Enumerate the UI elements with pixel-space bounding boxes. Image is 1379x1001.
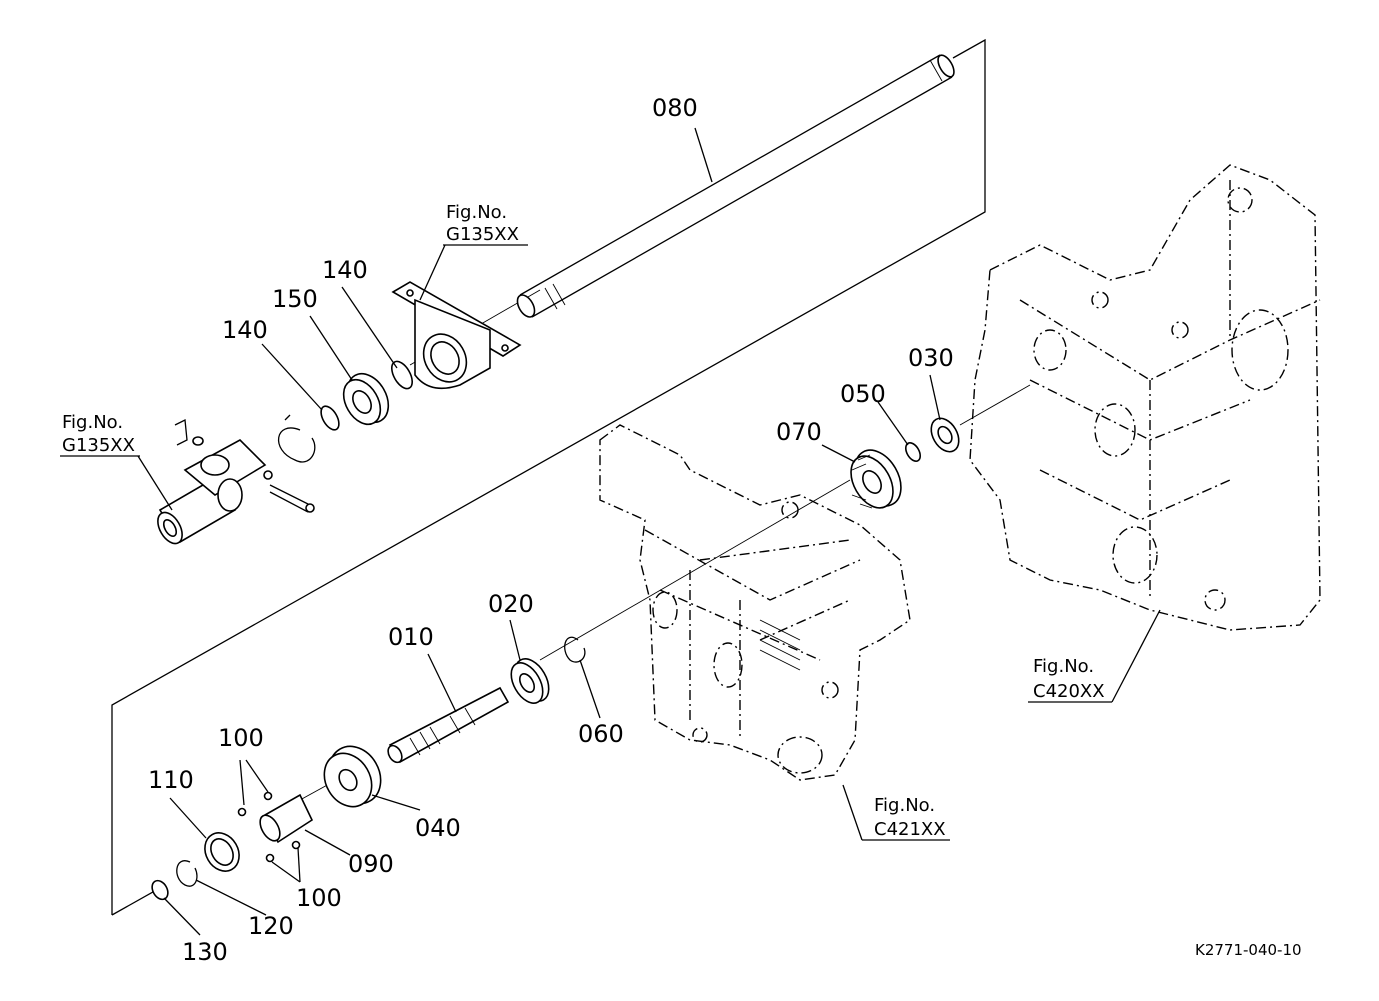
part-label-090: 090	[348, 850, 394, 878]
part-label-060: 060	[578, 720, 624, 748]
part-label-070: 070	[776, 418, 822, 446]
part-labels: 080 140 150 140 030 050 070 020 010 060 …	[148, 94, 954, 966]
bracket	[391, 281, 522, 390]
gear-case-c421	[599, 424, 911, 781]
part-label-110: 110	[148, 766, 194, 794]
ref-g135-top-label: Fig.No.	[446, 202, 507, 223]
ref-g135-top-code: G135XX	[446, 224, 519, 245]
ref-g135-left-code: G135XX	[62, 435, 135, 456]
part-label-100-upper: 100	[218, 724, 264, 752]
ref-c421-label: Fig.No.	[874, 795, 935, 816]
part-label-030: 030	[908, 344, 954, 372]
part-label-130: 130	[182, 938, 228, 966]
part-label-040: 040	[415, 814, 461, 842]
input-shaft-group	[387, 636, 586, 764]
bearing-group-top	[278, 360, 414, 463]
part-label-080: 080	[652, 94, 698, 122]
gear-group	[850, 417, 960, 509]
shaft-080	[516, 54, 955, 318]
ref-c420-label: Fig.No.	[1033, 656, 1094, 677]
part-label-050: 050	[840, 380, 886, 408]
part-label-150: 150	[272, 285, 318, 313]
figure-refs: Fig.No. G135XX Fig.No. G135XX Fig.No. C4…	[62, 202, 1105, 840]
ref-c421-code: C421XX	[874, 819, 946, 840]
part-label-140-lower: 140	[222, 316, 268, 344]
ref-c420-code: C420XX	[1033, 681, 1105, 702]
leader-lines	[60, 127, 1161, 936]
ref-g135-left-label: Fig.No.	[62, 412, 123, 433]
drawing-code: K2771-040-10	[1195, 941, 1302, 959]
part-label-010: 010	[388, 623, 434, 651]
part-label-020: 020	[488, 590, 534, 618]
assembly-frame	[111, 38, 986, 916]
coupling-group	[151, 745, 382, 901]
part-label-100-lower: 100	[296, 884, 342, 912]
part-label-140-upper: 140	[322, 256, 368, 284]
part-label-120: 120	[248, 912, 294, 940]
universal-joint	[157, 418, 315, 545]
transmission-case-c420	[969, 164, 1321, 631]
